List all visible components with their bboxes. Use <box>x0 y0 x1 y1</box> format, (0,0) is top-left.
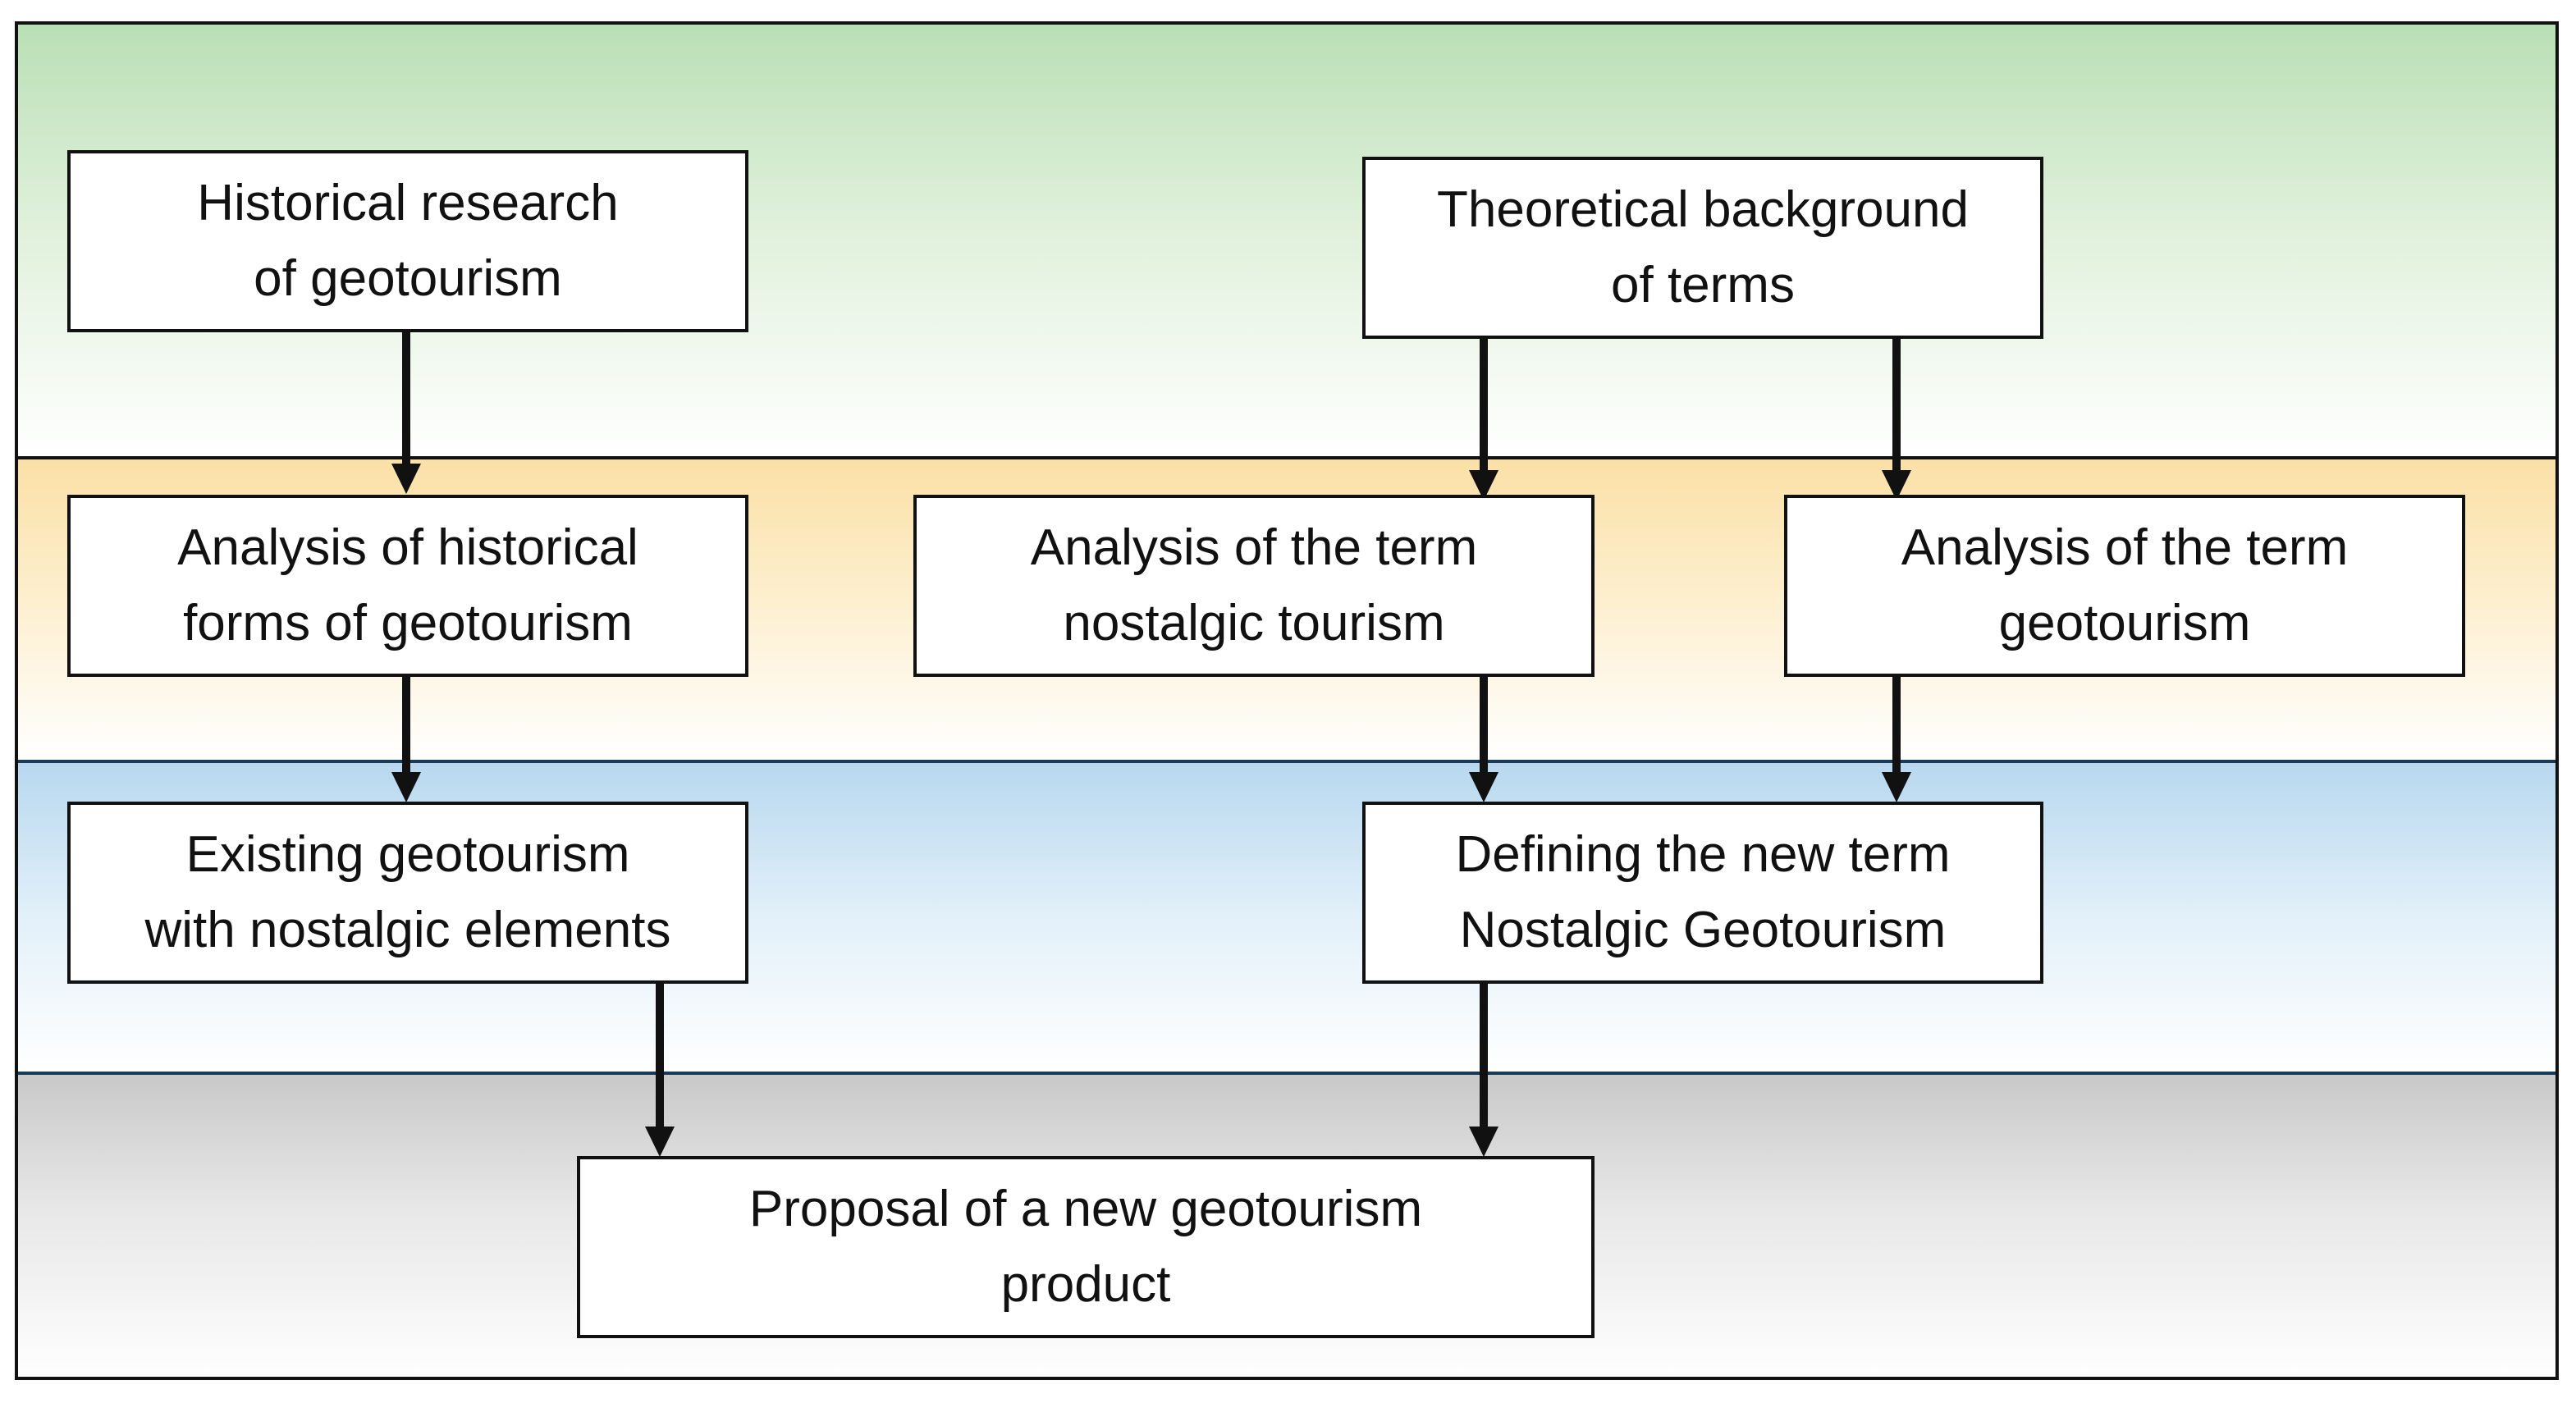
box-historical-research: Historical research of geotourism <box>67 150 748 332</box>
arrowhead-3 <box>1882 470 1911 500</box>
box-defining-new-term-line2: Nostalgic Geotourism <box>1459 902 1947 958</box>
box-proposal-line2: product <box>1000 1256 1171 1313</box>
box-analysis-nostalgic-tourism-line2: nostalgic tourism <box>1063 595 1445 651</box>
box-proposal-line1: Proposal of a new geotourism <box>748 1181 1423 1237</box>
box-defining-new-term-line1: Defining the new term <box>1455 826 1951 883</box>
arrowhead-8 <box>1469 1127 1498 1157</box>
box-analysis-geotourism: Analysis of the term geotourism <box>1784 495 2465 677</box>
box-proposal: Proposal of a new geotourism product <box>577 1156 1595 1338</box>
arrowhead-1 <box>391 464 421 494</box>
box-historical-research-line1: Historical research <box>197 175 619 231</box>
arrowhead-4 <box>391 772 421 802</box>
box-existing-geotourism-line1: Existing geotourism <box>185 826 630 883</box>
box-analysis-geotourism-line2: geotourism <box>1998 595 2251 651</box>
box-theoretical-background-line1: Theoretical background <box>1437 181 1969 238</box>
arrowhead-7 <box>645 1127 675 1157</box>
box-analysis-historical-forms: Analysis of historical forms of geotouri… <box>67 495 748 677</box>
box-analysis-nostalgic-tourism-line1: Analysis of the term <box>1030 519 1478 576</box>
box-analysis-historical-forms-line2: forms of geotourism <box>183 595 633 651</box>
box-analysis-geotourism-line1: Analysis of the term <box>1901 519 2349 576</box>
arrowhead-2 <box>1469 470 1498 500</box>
box-defining-new-term: Defining the new term Nostalgic Geotouri… <box>1362 802 2043 984</box>
box-theoretical-background: Theoretical background of terms <box>1362 157 2043 339</box>
box-analysis-historical-forms-line1: Analysis of historical <box>177 519 638 576</box>
arrowhead-5 <box>1469 772 1498 802</box>
box-existing-geotourism: Existing geotourism with nostalgic eleme… <box>67 802 748 984</box>
box-theoretical-background-line2: of terms <box>1611 257 1795 313</box>
arrowhead-6 <box>1882 772 1911 802</box>
box-analysis-nostalgic-tourism: Analysis of the term nostalgic tourism <box>913 495 1595 677</box>
box-historical-research-line2: of geotourism <box>254 250 562 307</box>
box-existing-geotourism-line2: with nostalgic elements <box>144 902 671 958</box>
